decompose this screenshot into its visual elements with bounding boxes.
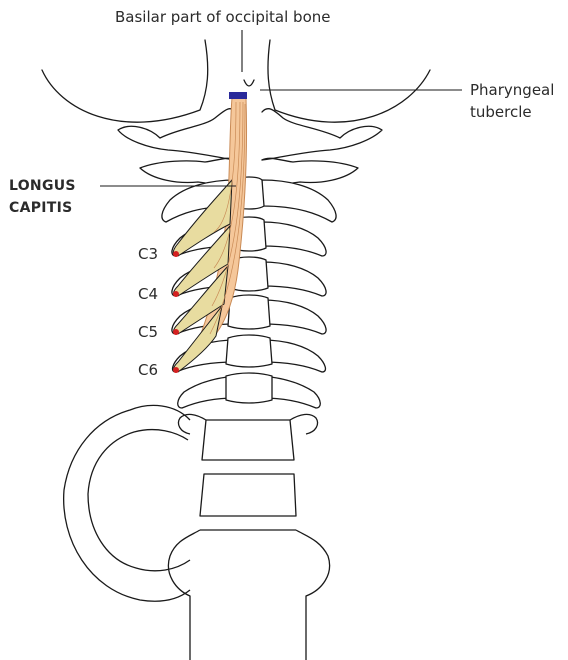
thoracic-transverse-left <box>178 414 206 434</box>
thoracic-body-t2 <box>200 474 296 516</box>
pharyngeal-tubercle <box>244 80 254 86</box>
label-tubercle: tubercle <box>470 103 532 121</box>
label-c4: C4 <box>138 285 158 303</box>
origin-tip-c4 <box>173 291 179 297</box>
label-c6: C6 <box>138 361 158 379</box>
transverse-process-c3-right <box>262 222 326 256</box>
thoracic-lower-left <box>168 530 200 660</box>
vertebral-body-c6 <box>226 335 272 367</box>
transverse-process-c2-right <box>262 180 336 222</box>
label-pharyngeal: Pharyngeal <box>470 81 554 99</box>
vertebral-body-c7 <box>226 373 272 403</box>
thoracic-transverse-right <box>290 414 318 434</box>
label-capitis: CAPITIS <box>9 199 73 217</box>
label-c3: C3 <box>138 245 158 263</box>
thoracic-lower-right <box>296 530 330 660</box>
label-c5: C5 <box>138 323 158 341</box>
origin-tip-c3 <box>173 251 179 257</box>
label-basilar-part: Basilar part of occipital bone <box>115 8 331 26</box>
skull-base-left-outline <box>42 40 208 122</box>
transverse-process-c5-right <box>262 300 326 334</box>
vertebra-c1 <box>118 109 382 160</box>
thoracic-body-t1 <box>202 420 294 460</box>
insertion-bar <box>229 92 247 99</box>
skull-base-right-outline <box>268 40 430 122</box>
transverse-process-c4-right <box>262 262 326 296</box>
label-longus: LONGUS <box>9 177 76 195</box>
first-rib-left <box>64 405 190 601</box>
origin-tip-c5 <box>173 329 179 335</box>
origin-tip-c6 <box>173 367 179 373</box>
vertebral-body-c5 <box>228 295 270 329</box>
